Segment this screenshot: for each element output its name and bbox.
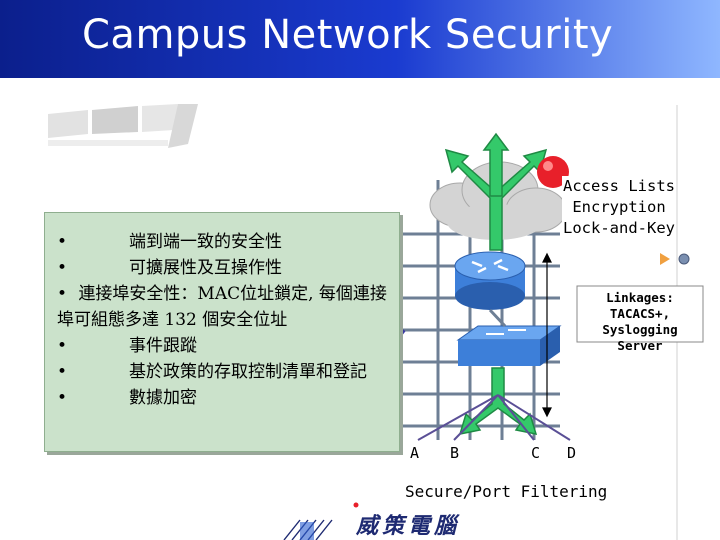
- feature-item: • 連接埠安全性：MAC位址鎖定, 每個連接埠可組態多達 132 個安全位址: [57, 281, 389, 333]
- feature-item: • 端到端一致的安全性: [57, 229, 389, 255]
- linkages-callout: [576, 285, 704, 343]
- linkages-line-1: Linkages:: [606, 290, 674, 305]
- filtering-label: Secure/Port Filtering: [405, 482, 608, 501]
- bullet-marker: •: [57, 388, 68, 408]
- switch-icon: [456, 325, 562, 366]
- linkages-line-3: Syslogging Server: [602, 322, 678, 353]
- feature-text: 基於政策的存取控制清單和登記: [129, 362, 367, 382]
- bullet-marker: •: [57, 258, 68, 278]
- port-label-b: B: [450, 444, 460, 462]
- double-arrow-icon: [542, 252, 552, 418]
- linkages-text: Linkages: TACACS+, Syslogging Server: [577, 290, 703, 354]
- access-callout: Access Lists Encryption Lock-and-Key: [562, 176, 676, 239]
- feature-text: 事件跟蹤: [129, 336, 197, 356]
- bullet-marker: •: [57, 284, 68, 304]
- feature-item: • 可擴展性及互操作性: [57, 255, 389, 281]
- port-label-c: C: [531, 444, 541, 462]
- bullet-marker: •: [57, 336, 68, 356]
- router-icon: [454, 251, 526, 310]
- feature-item: • 基於政策的存取控制清單和登記: [57, 359, 389, 385]
- title-bar: Campus Network Security: [0, 0, 720, 78]
- feature-text: 數據加密: [129, 388, 197, 408]
- feature-text: 端到端一致的安全性: [129, 232, 282, 252]
- feature-item: • 事件跟蹤: [57, 333, 389, 359]
- linkages-line-2: TACACS+,: [609, 306, 671, 321]
- feature-text: 連接埠安全性：MAC位址鎖定, 每個連接埠可組態多達 132 個安全位址: [57, 284, 387, 330]
- feature-text: 可擴展性及互操作性: [129, 258, 282, 278]
- access-line-1: Access Lists: [563, 177, 675, 195]
- logo-watermark: [48, 104, 198, 148]
- brand-name: 威策電腦: [356, 513, 461, 539]
- bullet-marker: •: [57, 232, 68, 252]
- play-icon: [660, 253, 670, 265]
- port-label-d: D: [567, 444, 577, 462]
- bullet-marker: •: [57, 362, 68, 382]
- brand-logo-icon: [282, 502, 359, 540]
- port-label-a: A: [410, 444, 420, 462]
- access-line-2: Encryption: [572, 198, 666, 216]
- features-text-box: • 端到端一致的安全性 • 可擴展性及互操作性 • 連接埠安全性：MAC位址鎖定…: [44, 212, 400, 452]
- dot-icon: [678, 253, 690, 265]
- arrows-up-icon: [444, 132, 548, 251]
- feature-item: • 數據加密: [57, 385, 389, 411]
- alert-icon: [537, 156, 569, 188]
- access-line-3: Lock-and-Key: [563, 219, 675, 237]
- slide-title: Campus Network Security: [82, 12, 614, 58]
